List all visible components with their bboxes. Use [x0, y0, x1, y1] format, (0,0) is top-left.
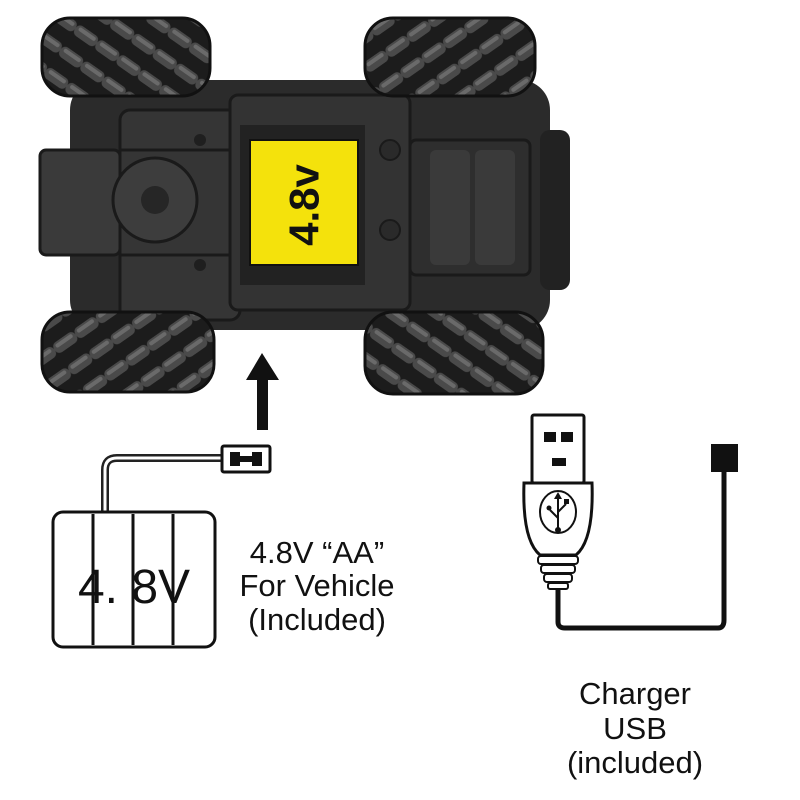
vehicle-rear-cylinder: [430, 150, 470, 265]
arrow-up-icon: [246, 353, 279, 430]
rear-left-wheel: [363, 16, 537, 98]
charger-caption: Charger USB (included): [530, 676, 740, 781]
charger-caption-line3: (included): [566, 745, 704, 781]
usb-connector-metal: [530, 413, 586, 485]
front-left-wheel: [40, 16, 212, 98]
charger-caption-line1: Charger: [579, 676, 691, 711]
battery-voltage-label: [249, 139, 359, 266]
connector-icon: [220, 444, 272, 474]
charger-caption-line2: USB: [603, 710, 667, 746]
battery-caption-line3: (Included): [248, 601, 386, 637]
battery-pack: 4. 8V: [51, 444, 272, 649]
vehicle-rear-cylinder: [475, 150, 515, 265]
vehicle-motor-screw: [141, 186, 169, 214]
vehicle-rear-bumper: [540, 130, 570, 290]
battery-caption-line1: 4.8V “AA”: [249, 535, 385, 570]
vehicle-front-bumper: [38, 148, 122, 257]
usb-charger: [522, 413, 738, 631]
front-right-wheel: [40, 310, 216, 394]
charger-plug-tip: [711, 444, 738, 472]
rear-right-wheel: [363, 310, 545, 396]
rc-vehicle: 4.8v: [38, 16, 570, 396]
vehicle-battery-text: 4.8v: [281, 163, 328, 245]
battery-pack-caption: 4.8V “AA” For Vehicle (Included): [212, 535, 422, 637]
battery-pack-label: 4. 8V: [78, 561, 190, 614]
battery-caption-line2: For Vehicle: [239, 568, 395, 604]
usb-icon: [539, 490, 577, 534]
